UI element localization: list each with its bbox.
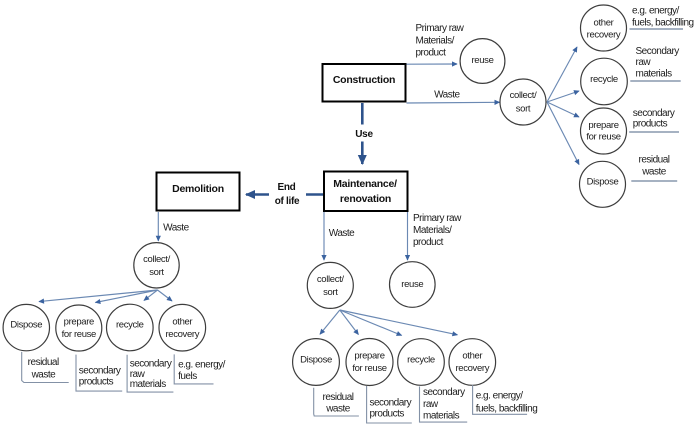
svg-text:secondary: secondary <box>79 366 121 377</box>
svg-text:Dispose: Dispose <box>10 320 42 331</box>
svg-text:raw: raw <box>636 57 652 68</box>
svg-text:secondary: secondary <box>370 398 412 409</box>
svg-text:Construction: Construction <box>333 74 395 86</box>
svg-text:prepare: prepare <box>354 351 384 362</box>
svg-text:product: product <box>416 47 447 58</box>
svg-text:recovery: recovery <box>587 30 621 41</box>
svg-text:prepare: prepare <box>64 317 94 328</box>
svg-text:materials: materials <box>636 68 673 79</box>
svg-text:e.g. energy/: e.g. energy/ <box>476 391 524 402</box>
svg-text:recycle: recycle <box>590 74 618 85</box>
svg-text:e.g. energy/: e.g. energy/ <box>178 359 226 370</box>
svg-text:raw: raw <box>423 399 439 410</box>
svg-text:other: other <box>594 18 614 29</box>
svg-text:Waste: Waste <box>163 222 189 233</box>
svg-text:secondary: secondary <box>633 108 675 119</box>
svg-text:materials: materials <box>130 379 167 390</box>
svg-text:sort: sort <box>323 287 338 298</box>
svg-text:products: products <box>79 377 114 388</box>
svg-text:for reuse: for reuse <box>586 132 620 143</box>
svg-text:sort: sort <box>516 103 531 114</box>
svg-text:other: other <box>172 316 192 327</box>
svg-text:Waste: Waste <box>329 228 355 239</box>
svg-text:fuels, backfilling: fuels, backfilling <box>632 18 694 29</box>
svg-text:reuse: reuse <box>401 279 423 290</box>
svg-text:products: products <box>370 408 405 419</box>
svg-text:sort: sort <box>149 267 164 278</box>
svg-text:collect/: collect/ <box>143 254 170 265</box>
svg-text:Maintenance/: Maintenance/ <box>333 178 397 190</box>
svg-text:Primary raw: Primary raw <box>416 23 465 34</box>
svg-text:prepare: prepare <box>588 120 618 131</box>
svg-text:fuels: fuels <box>178 371 197 382</box>
svg-text:recycle: recycle <box>116 320 144 331</box>
svg-text:fuels, backfilling: fuels, backfilling <box>476 403 538 414</box>
svg-text:residual: residual <box>28 357 59 368</box>
svg-text:secondary: secondary <box>423 387 465 398</box>
svg-text:for reuse: for reuse <box>62 329 96 340</box>
svg-text:waste: waste <box>325 404 351 415</box>
svg-text:materials: materials <box>423 410 460 421</box>
svg-text:recycle: recycle <box>407 355 435 366</box>
svg-text:Dispose: Dispose <box>587 177 619 188</box>
svg-text:Demolition: Demolition <box>172 183 224 195</box>
svg-text:waste: waste <box>641 167 667 178</box>
svg-text:Waste: Waste <box>434 89 460 100</box>
svg-text:residual: residual <box>638 155 669 166</box>
svg-text:Materials/: Materials/ <box>416 35 455 46</box>
svg-text:renovation: renovation <box>340 193 391 205</box>
svg-text:Primary raw: Primary raw <box>413 213 462 224</box>
svg-text:of life: of life <box>275 196 300 207</box>
svg-text:collect/: collect/ <box>510 90 537 101</box>
svg-text:recovery: recovery <box>165 329 199 340</box>
svg-text:End: End <box>278 182 296 193</box>
svg-text:Materials/: Materials/ <box>413 225 452 236</box>
svg-text:Dispose: Dispose <box>300 355 332 366</box>
svg-text:e.g. energy/: e.g. energy/ <box>632 5 680 16</box>
svg-text:recovery: recovery <box>455 363 489 374</box>
svg-text:residual: residual <box>322 392 353 403</box>
svg-text:products: products <box>633 118 668 129</box>
svg-text:collect/: collect/ <box>317 274 344 285</box>
svg-text:secondary: secondary <box>130 359 172 370</box>
svg-text:for reuse: for reuse <box>352 363 386 374</box>
svg-text:reuse: reuse <box>471 55 493 66</box>
svg-text:Secondary: Secondary <box>636 46 680 57</box>
svg-text:Use: Use <box>355 129 373 140</box>
svg-text:raw: raw <box>130 369 146 380</box>
svg-text:other: other <box>462 351 482 362</box>
svg-text:product: product <box>413 237 444 248</box>
svg-text:waste: waste <box>31 370 57 381</box>
